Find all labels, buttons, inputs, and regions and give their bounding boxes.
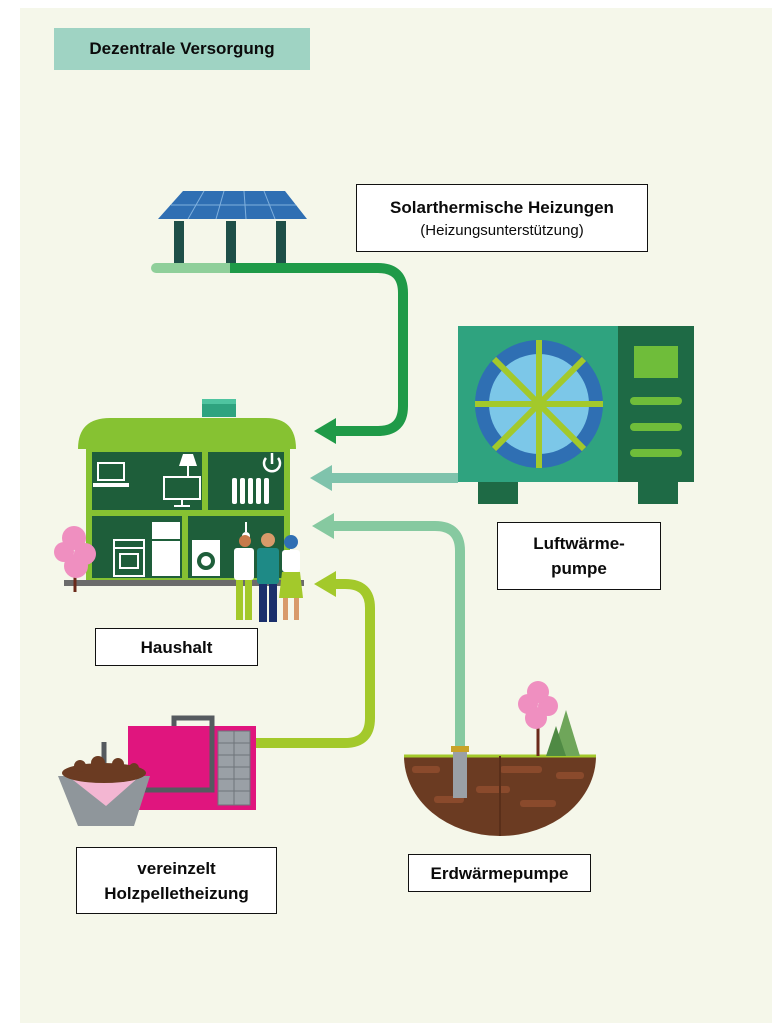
label-pellet-heating: vereinzelt Holzpelletheizung bbox=[76, 847, 277, 914]
heat-pump-icon bbox=[458, 326, 694, 504]
pellet-flow-arrow bbox=[256, 571, 375, 748]
label-air-heat-pump: Luftwärme- pumpe bbox=[497, 522, 661, 590]
solar-flow-arrow bbox=[151, 263, 408, 444]
label-household: Haushalt bbox=[95, 628, 258, 666]
label-air-line2: pumpe bbox=[551, 559, 607, 578]
diagram-title: Dezentrale Versorgung bbox=[54, 28, 310, 70]
label-air-line1: Luftwärme- bbox=[533, 534, 625, 553]
label-household-text: Haushalt bbox=[140, 637, 213, 657]
label-pellet-line2: Holzpelletheizung bbox=[104, 883, 249, 903]
ground-flow-arrow bbox=[312, 513, 465, 748]
ground-probe-icon bbox=[404, 681, 596, 836]
tree-icon bbox=[54, 526, 96, 592]
label-solar-line1: Solarthermische Heizungen bbox=[390, 197, 614, 217]
solar-panel-icon bbox=[158, 190, 307, 263]
label-pellet-line1: vereinzelt bbox=[137, 858, 216, 878]
people-icon bbox=[234, 533, 303, 622]
air-flow-arrow bbox=[310, 465, 458, 491]
label-solar-line2: (Heizungsunterstützung) bbox=[420, 221, 584, 239]
label-solar-thermal: Solarthermische Heizungen (Heizungsunter… bbox=[356, 184, 648, 252]
pellet-heater-icon bbox=[58, 715, 256, 826]
label-ground-text: Erdwärmepumpe bbox=[430, 863, 569, 883]
label-ground-heat-pump: Erdwärmepumpe bbox=[408, 854, 591, 892]
